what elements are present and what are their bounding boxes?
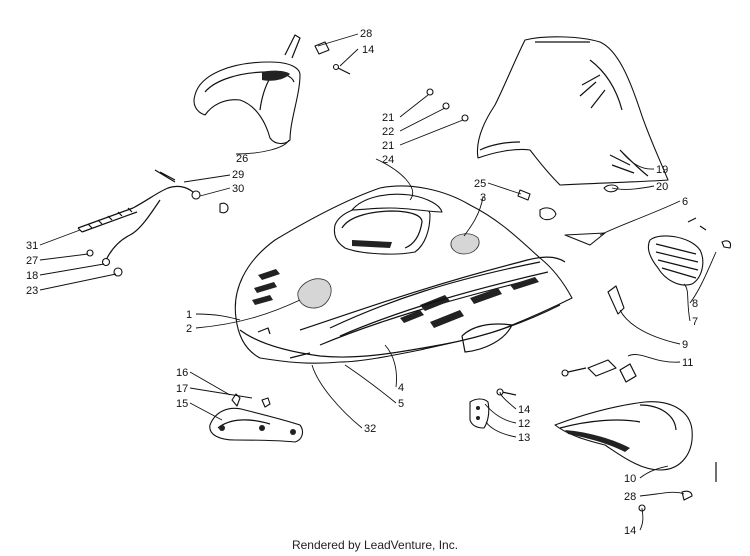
callout-7: 7 <box>692 316 698 328</box>
callout-28-top: 28 <box>360 28 372 40</box>
leader-lines <box>39 33 717 531</box>
hardware-bits <box>314 41 717 512</box>
render-credit: Rendered by LeadVenture, Inc. <box>291 538 459 552</box>
callout-1: 1 <box>186 309 192 321</box>
callout-27: 27 <box>26 255 38 267</box>
callout-13: 13 <box>518 432 530 444</box>
callout-20: 20 <box>656 181 668 193</box>
callout-26: 26 <box>236 153 248 165</box>
callout-29: 29 <box>232 169 244 181</box>
cable-assembly <box>77 169 229 277</box>
callout-21-lower: 21 <box>382 140 394 152</box>
hood-body <box>234 185 573 364</box>
callout-28-bottom: 28 <box>624 491 636 503</box>
windshield-part-19 <box>476 36 669 186</box>
callout-14-top: 14 <box>362 44 374 56</box>
bracket-part-13 <box>469 388 517 429</box>
callout-18: 18 <box>26 270 38 282</box>
callout-3: 3 <box>480 192 486 204</box>
fender-part-26 <box>193 34 301 145</box>
callout-15: 15 <box>176 398 188 410</box>
callout-31: 31 <box>26 240 38 252</box>
callout-8: 8 <box>692 298 698 310</box>
callout-17: 17 <box>176 383 188 395</box>
callout-21-upper: 21 <box>382 112 394 124</box>
callout-14-bottom: 14 <box>624 525 636 537</box>
callout-5: 5 <box>398 398 404 410</box>
callout-labels: 28 14 26 21 22 21 24 29 30 25 3 19 20 6 … <box>26 28 698 537</box>
callout-22: 22 <box>382 126 394 138</box>
callout-19: 19 <box>656 164 668 176</box>
callout-10: 10 <box>624 473 636 485</box>
bracket-part-15 <box>209 393 304 443</box>
callout-30: 30 <box>232 183 244 195</box>
callout-16: 16 <box>176 367 188 379</box>
callout-4: 4 <box>398 382 404 394</box>
grille-part-7 <box>564 217 732 315</box>
callout-14-mid: 14 <box>518 404 530 416</box>
callout-2: 2 <box>186 323 192 335</box>
belly-pan-part-10 <box>554 359 693 471</box>
callout-32: 32 <box>364 423 376 435</box>
callout-12: 12 <box>518 418 530 430</box>
callout-11: 11 <box>682 357 693 369</box>
callout-24: 24 <box>382 154 394 166</box>
callout-9: 9 <box>682 339 688 351</box>
callout-6: 6 <box>682 196 688 208</box>
callout-23: 23 <box>26 285 38 297</box>
callout-25: 25 <box>474 178 486 190</box>
